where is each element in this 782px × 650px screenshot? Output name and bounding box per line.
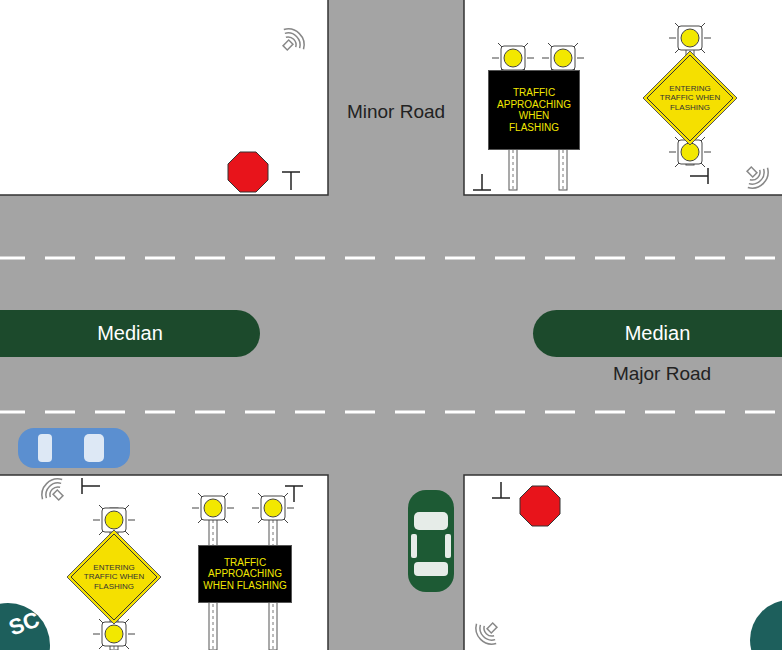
median-island: Median — [533, 310, 782, 357]
road-label: Major Road — [612, 364, 712, 384]
diamond-sign: ENTERING TRAFFIC WHEN FLASHING — [642, 50, 738, 146]
sign-text: ENTERING TRAFFIC WHEN FLASHING — [659, 84, 721, 112]
corner-badge — [0, 603, 50, 650]
beacon — [192, 493, 234, 523]
minor-road — [328, 0, 464, 650]
median-label: Median — [10, 322, 250, 345]
green-car — [408, 490, 454, 592]
beacon — [669, 23, 711, 53]
sensor — [275, 24, 309, 58]
stop-sign — [228, 152, 300, 192]
median-label: Median — [543, 322, 772, 345]
warning-sign: TRAFFIC APPROACHING WHEN FLASHING — [488, 70, 580, 150]
road-label: Minor Road — [346, 102, 446, 122]
diamond-sign: ENTERING TRAFFIC WHEN FLASHING — [66, 529, 162, 625]
sign-text: TRAFFIC APPROACHING WHEN FLASHING — [493, 87, 575, 133]
warning-sign: TRAFFIC APPROACHING WHEN FLASHING — [198, 545, 292, 603]
blue-car — [18, 428, 130, 468]
beacon — [542, 43, 584, 73]
beacon — [252, 493, 294, 523]
median-island: Median — [0, 310, 260, 357]
sensor — [471, 615, 505, 649]
sensor — [739, 159, 773, 193]
sensor — [37, 474, 71, 508]
sign-text: TRAFFIC APPROACHING WHEN FLASHING — [203, 557, 287, 592]
lane-dashes — [0, 258, 782, 412]
stop-sign — [492, 482, 560, 526]
corner-badge — [750, 600, 782, 650]
sign-text: ENTERING TRAFFIC WHEN FLASHING — [83, 563, 145, 591]
beacon — [492, 43, 534, 73]
